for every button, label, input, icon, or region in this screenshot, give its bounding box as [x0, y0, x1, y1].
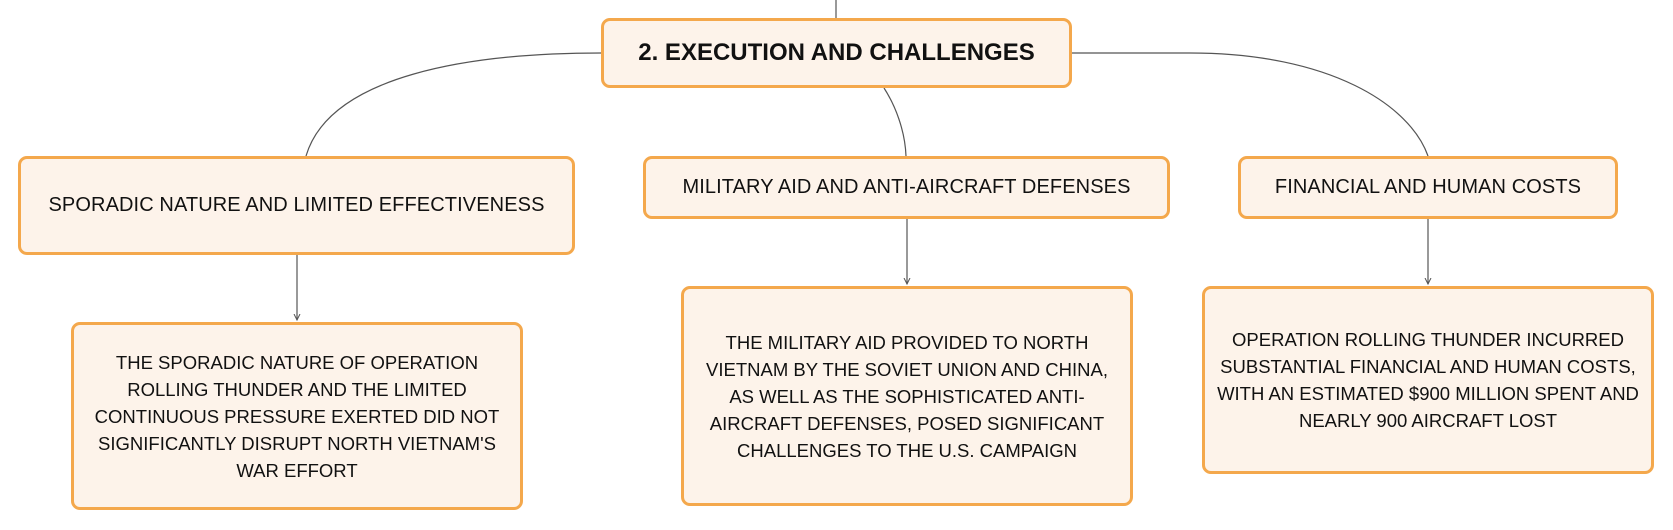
connector-root-to-sporadic	[305, 52, 602, 157]
topic-node-label: FINANCIAL AND HUMAN COSTS	[1274, 176, 1582, 198]
detail-node-text: OPERATION ROLLING THUNDER INCURRED SUBST…	[1217, 329, 1639, 431]
connector-root-to-costs	[1072, 52, 1429, 157]
topic-node-financial-costs[interactable]: FINANCIAL AND HUMAN COSTS	[1238, 156, 1618, 219]
connector-root-to-military-aid	[883, 87, 907, 157]
detail-node-text: THE MILITARY AID PROVIDED TO NORTH VIETN…	[706, 331, 1108, 461]
topic-node-sporadic-nature[interactable]: SPORADIC NATURE AND LIMITED EFFECTIVENES…	[18, 156, 575, 255]
topic-node-label: SPORADIC NATURE AND LIMITED EFFECTIVENES…	[48, 194, 545, 216]
detail-node-military-aid[interactable]: THE MILITARY AID PROVIDED TO NORTH VIETN…	[681, 286, 1133, 506]
topic-node-label: MILITARY AID AND ANTI-AIRCRAFT DEFENSES	[682, 176, 1131, 198]
root-node-label: 2. EXECUTION AND CHALLENGES	[638, 39, 1035, 66]
root-node[interactable]: 2. EXECUTION AND CHALLENGES	[601, 18, 1072, 88]
topic-node-military-aid[interactable]: MILITARY AID AND ANTI-AIRCRAFT DEFENSES	[643, 156, 1170, 219]
detail-node-financial-costs[interactable]: OPERATION ROLLING THUNDER INCURRED SUBST…	[1202, 286, 1654, 474]
detail-node-sporadic-nature[interactable]: THE SPORADIC NATURE OF OPERATION ROLLING…	[71, 322, 523, 510]
detail-node-text: THE SPORADIC NATURE OF OPERATION ROLLING…	[94, 351, 500, 481]
